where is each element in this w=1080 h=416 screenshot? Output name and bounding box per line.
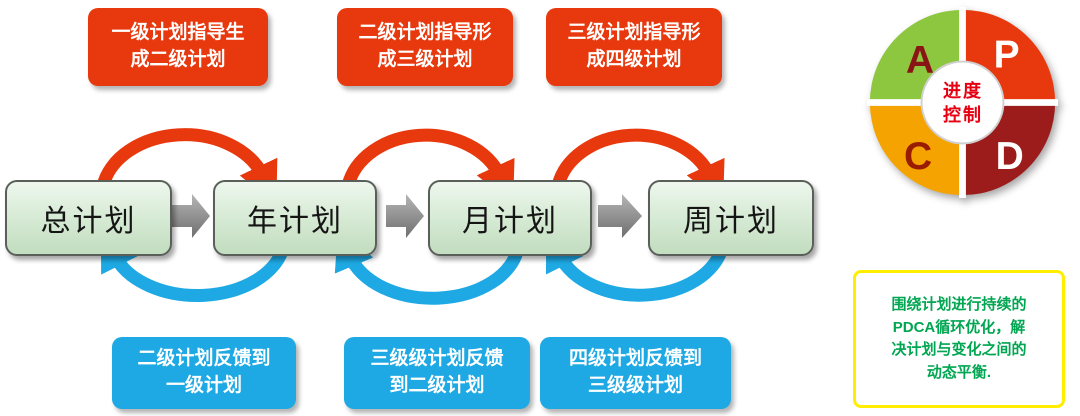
pdca-letter-d: D (996, 135, 1024, 178)
guide-arc-1 (96, 128, 278, 205)
guide-arc-2 (341, 128, 515, 205)
pdca-note-box: 围绕计划进行持续的 PDCA循环优化，解 决计划与变化之间的 动态平衡. (853, 270, 1065, 408)
feedback-box-3: 四级计划反馈到 三级级计划 (540, 337, 731, 409)
pdca-letter-p: P (994, 33, 1020, 76)
pdca-note-text: 围绕计划进行持续的 PDCA循环优化，解 决计划与变化之间的 动态平衡. (891, 296, 1027, 381)
plan-node-week: 周计划 (648, 180, 814, 256)
feedback-arc-3 (546, 228, 729, 302)
step-arrow-1 (172, 194, 210, 238)
plan-node-total: 总计划 (5, 180, 172, 256)
guide-box-3: 三级计划指导形 成四级计划 (546, 8, 722, 86)
plan-node-year: 年计划 (213, 180, 377, 256)
step-arrow-3 (598, 194, 642, 238)
pdca-center-label: 进度 控制 (943, 80, 983, 125)
plan-node-month: 月计划 (428, 180, 592, 256)
feedback-arc-1 (100, 228, 290, 302)
guide-box-2: 二级计划指导形 成三级计划 (337, 8, 513, 86)
feedback-box-2: 三级级计划反馈 到二级计划 (344, 337, 530, 409)
pdca-letter-c: C (904, 135, 932, 178)
pdca-wheel: A P C D (866, 6, 1059, 199)
guide-box-1: 一级计划指导生 成二级计划 (88, 8, 268, 86)
feedback-arc-2 (334, 227, 525, 305)
pdca-letter-a: A (906, 39, 934, 82)
pdca-center-circle (920, 60, 1005, 145)
guide-arc-3 (551, 128, 725, 205)
feedback-box-1: 二级计划反馈到 一级计划 (112, 337, 296, 409)
step-arrow-2 (386, 194, 424, 238)
